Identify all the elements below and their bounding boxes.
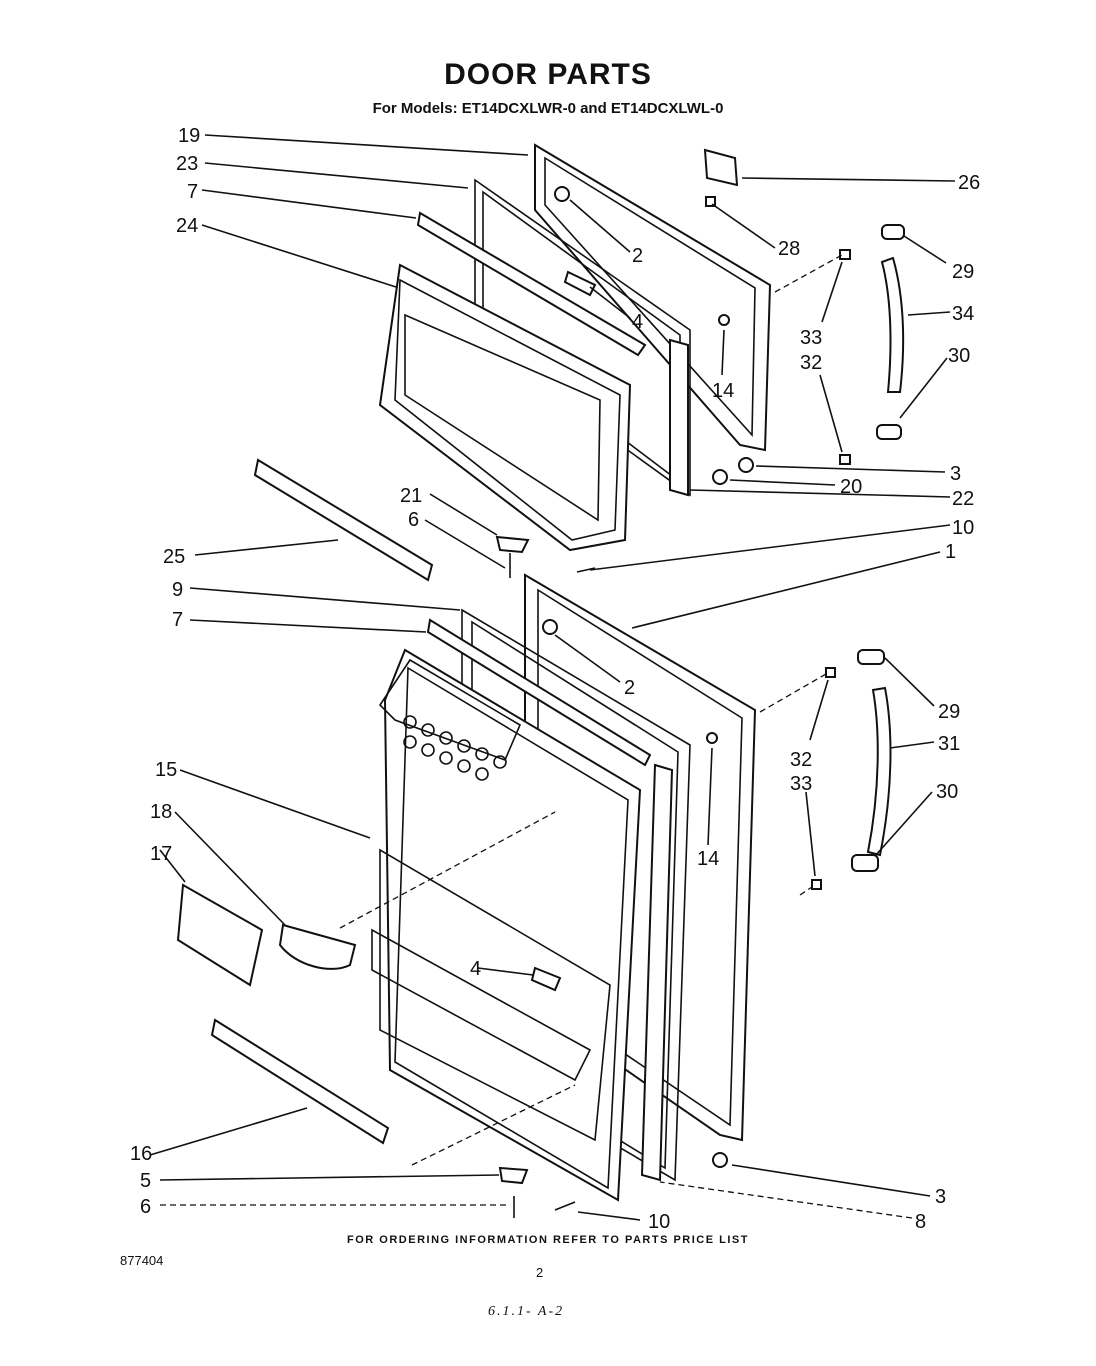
callout-4-upper: 4 [632, 311, 643, 333]
callout-32-lower: 32 [790, 749, 812, 771]
callout-14-lower: 14 [697, 848, 719, 870]
nut-32-upper [839, 454, 851, 465]
callout-33-upper: 33 [800, 327, 822, 349]
callout-19: 19 [178, 125, 200, 147]
callout-30-upper: 30 [948, 345, 970, 367]
handle-end-cap-top-lower [857, 649, 885, 665]
callout-6-lower: 6 [140, 1196, 151, 1218]
screw-lower-14 [706, 732, 718, 744]
callout-31: 31 [938, 733, 960, 755]
leader-lines [149, 134, 956, 1221]
screw-upper-14 [718, 314, 730, 326]
callout-3-lower: 3 [935, 1186, 946, 1208]
bumper-upper-20 [712, 469, 728, 485]
freezer-handle [880, 256, 905, 393]
document-number: 877404 [120, 1253, 164, 1268]
page-title: DOOR PARTS [444, 58, 652, 91]
callout-28: 28 [778, 238, 800, 260]
egg-tray-holes [403, 715, 507, 781]
latch-upper [563, 270, 597, 297]
callout-25: 25 [163, 546, 185, 568]
callout-17: 17 [150, 843, 172, 865]
callout-23: 23 [176, 153, 198, 175]
callout-34: 34 [952, 303, 974, 325]
freezer-inner-liner [378, 263, 632, 552]
freezer-breaker-strip [416, 211, 647, 357]
freezer-side-strip [669, 338, 689, 497]
handwritten-note: 6.1.1- A-2 [488, 1304, 565, 1319]
callout-14-upper: 14 [712, 380, 734, 402]
latch-lower [530, 966, 562, 992]
fresh-food-door-shelf-bar [210, 1018, 390, 1145]
callout-22: 22 [952, 488, 974, 510]
nut-32-lower [825, 667, 836, 678]
callout-18: 18 [150, 801, 172, 823]
callout-29-lower: 29 [938, 701, 960, 723]
page-number: 2 [536, 1265, 544, 1280]
hinge-bracket-21 [495, 535, 530, 554]
bumper-lower-3 [712, 1152, 728, 1168]
callout-10-upper: 10 [952, 517, 974, 539]
bumper-upper-3 [738, 457, 754, 473]
hinge-clip [705, 196, 716, 207]
callout-7-lower: 7 [172, 609, 183, 631]
callout-4-lower: 4 [470, 958, 481, 980]
butter-compartment [278, 923, 357, 970]
callout-29-upper: 29 [952, 261, 974, 283]
handle-end-cap-bottom [876, 424, 902, 440]
callout-20: 20 [840, 476, 862, 498]
screw-lower-10 [554, 1201, 576, 1211]
nut-33-upper [839, 249, 851, 260]
plug-lower [542, 619, 558, 635]
handle-end-cap-bottom-lower [851, 854, 879, 872]
callout-3-upper: 3 [950, 463, 961, 485]
callout-33-lower: 33 [790, 773, 812, 795]
callout-32-upper: 32 [800, 352, 822, 374]
callout-9: 9 [172, 579, 183, 601]
callout-30-lower: 30 [936, 781, 958, 803]
callout-21: 21 [400, 485, 422, 507]
callout-2-lower: 2 [624, 677, 635, 699]
fresh-food-breaker-strip [426, 618, 652, 767]
callout-8: 8 [915, 1211, 926, 1233]
callout-24: 24 [176, 215, 198, 237]
callout-7-upper: 7 [187, 181, 198, 203]
callout-1: 1 [945, 541, 956, 563]
plug-upper [554, 186, 570, 202]
hinge-bracket-5 [498, 1166, 529, 1185]
nut-33-lower [811, 879, 822, 890]
callout-26: 26 [958, 172, 980, 194]
model-subtitle: For Models: ET14DCXLWR-0 and ET14DCXLWL-… [372, 100, 724, 117]
handle-end-cap-top [881, 224, 905, 240]
callout-16: 16 [130, 1143, 152, 1165]
callout-6-upper: 6 [408, 509, 419, 531]
callout-2-upper: 2 [632, 245, 643, 267]
fresh-food-handle [866, 686, 892, 857]
door-bin-front [176, 883, 264, 987]
callout-labels: 19 23 7 24 26 2 28 29 4 34 33 32 30 14 3… [130, 125, 980, 1233]
callout-5: 5 [140, 1170, 151, 1192]
fresh-food-side-strip [640, 763, 674, 1182]
callout-15: 15 [155, 759, 177, 781]
hinge-plate [703, 148, 739, 187]
screw-upper-10 [576, 567, 596, 573]
ordering-note: FOR ORDERING INFORMATION REFER TO PARTS … [347, 1234, 749, 1246]
fresh-food-inner-liner [371, 648, 642, 1202]
freezer-door-shelf-bar [253, 458, 434, 582]
callout-10-lower: 10 [648, 1211, 670, 1233]
